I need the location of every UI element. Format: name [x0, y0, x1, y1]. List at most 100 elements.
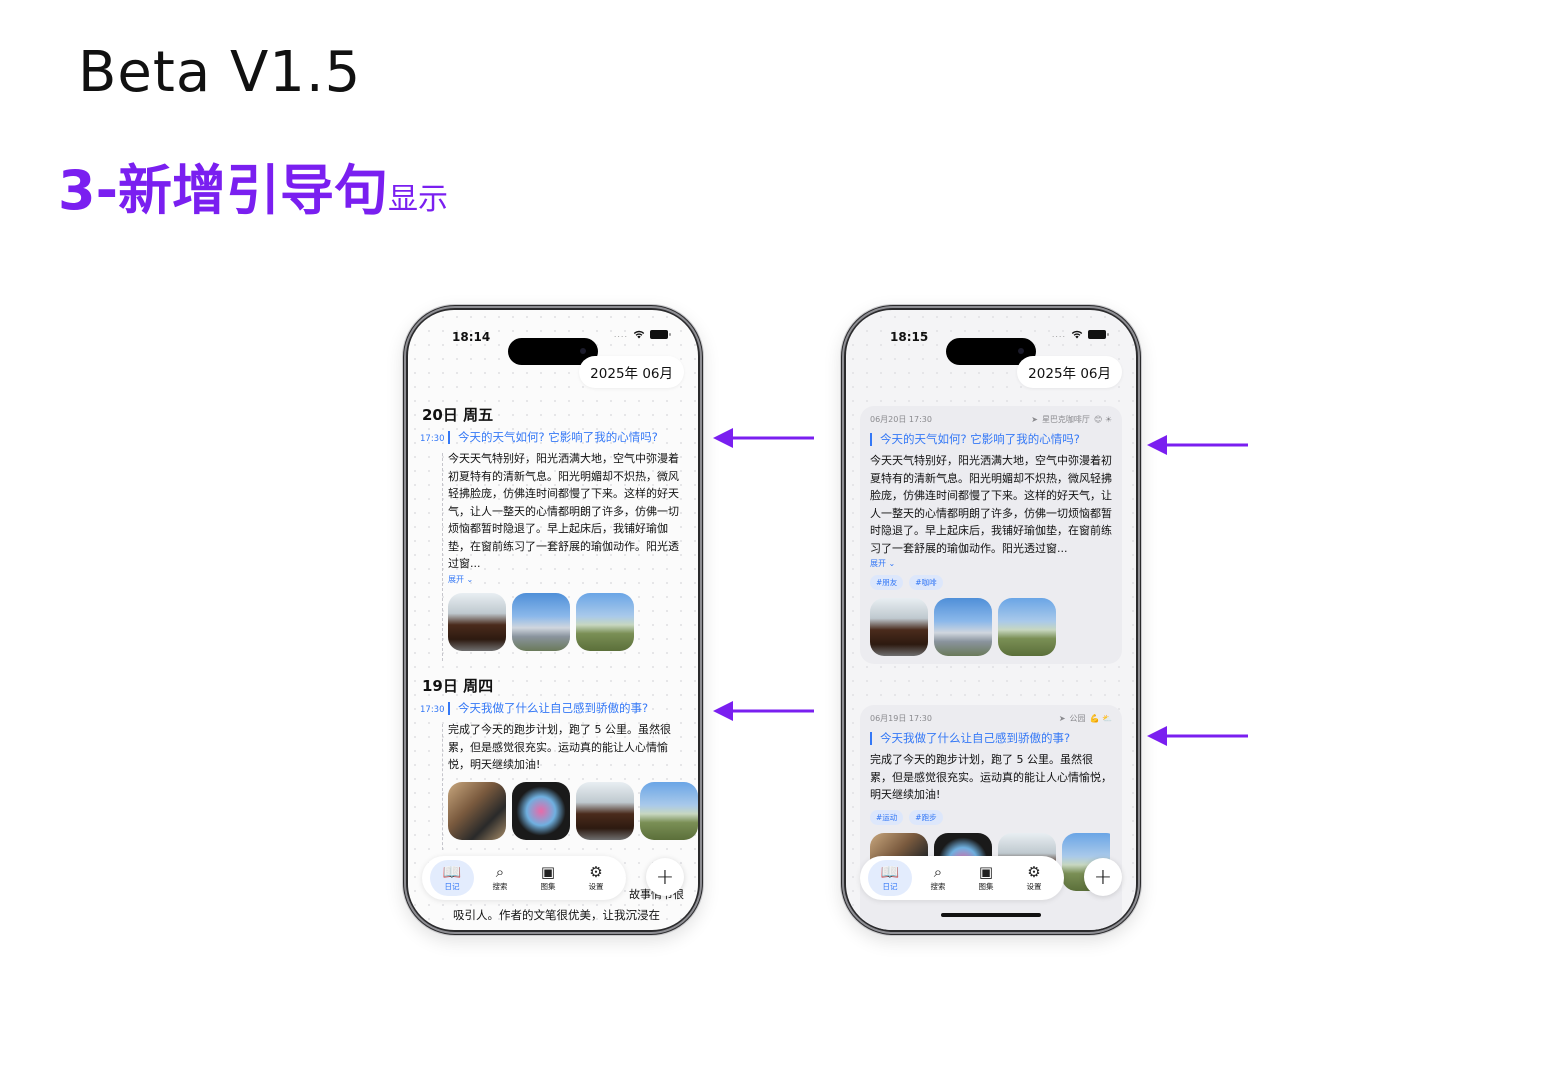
wifi-icon	[1071, 330, 1083, 339]
annotation-arrow-icon	[713, 428, 814, 448]
photo-thumbnail[interactable]	[448, 781, 506, 840]
diary-entry[interactable]: 17:30 今天的天气如何? 它影响了我的心情吗? 今天天气特别好，阳光洒满大地…	[420, 431, 686, 661]
tag-list: #运动 #跑步	[870, 809, 1112, 825]
status-bar: 18:14 ....	[408, 328, 698, 365]
tag-chip[interactable]: #朋友	[870, 575, 904, 590]
card-location: ➤星巴克咖啡厅😊 ☀	[1031, 414, 1112, 425]
tab-bar: 📖日记 ⌕搜索 ▣图集 ⚙设置	[860, 856, 1064, 900]
search-icon: ⌕	[495, 863, 505, 881]
timeline-line	[442, 724, 443, 850]
tag-list: #朋友 #咖啡	[870, 575, 1112, 590]
tab-search[interactable]: ⌕搜索	[916, 864, 960, 892]
diary-card[interactable]: 06月20日 17:30 ➤星巴克咖啡厅😊 ☀ 今天的天气如何? 它影响了我的心…	[860, 406, 1122, 664]
day-header: 20日 周五	[422, 406, 494, 424]
card-date: 06月20日 17:30	[870, 415, 932, 424]
location-label: 公园	[1069, 714, 1086, 723]
photo-thumbnail[interactable]	[998, 598, 1056, 656]
page-subtitle: 3-新增引导句显示	[58, 146, 448, 225]
guide-prompt: 今天的天气如何? 它影响了我的心情吗?	[448, 431, 686, 444]
dynamic-island	[508, 338, 598, 365]
mood-weather-icon: 😊 ☀	[1093, 415, 1112, 424]
mood-weather-icon: 💪 ⛅	[1089, 714, 1112, 723]
tag-chip[interactable]: #跑步	[909, 809, 943, 825]
photo-thumbnail[interactable]	[934, 598, 992, 656]
entry-body: 完成了今天的跑步计划，跑了 5 公里。虽然很累，但是感觉很充实。运动真的能让人心…	[870, 753, 1112, 801]
status-icons: ....	[1051, 330, 1109, 339]
tab-bar: 📖日记 ⌕搜索 ▣图集 ⚙设置	[422, 856, 626, 900]
diary-entry[interactable]: 17:30 今天我做了什么让自己感到骄傲的事? 完成了今天的跑步计划，跑了 5 …	[420, 702, 698, 850]
entry-body: 完成了今天的跑步计划，跑了 5 公里。虽然很累，但是感觉很充实。运动真的能让人心…	[448, 723, 671, 771]
guide-prompt: 今天的天气如何? 它影响了我的心情吗?	[870, 433, 1112, 446]
photo-strip	[870, 598, 1112, 656]
add-entry-button[interactable]: +	[1084, 858, 1122, 896]
month-selector[interactable]: 2025年 06月	[1017, 356, 1122, 388]
month-selector[interactable]: 2025年 06月	[579, 356, 684, 388]
day-header: 19日 周四	[422, 677, 494, 695]
search-icon: ⌕	[933, 863, 943, 881]
tab-gallery[interactable]: ▣图集	[526, 864, 570, 892]
card-meta: 06月19日 17:30 ➤公园💪 ⛅	[870, 713, 1112, 724]
timeline-line	[442, 453, 443, 661]
expand-label: 展开	[870, 559, 886, 568]
annotation-arrow-icon	[1147, 726, 1248, 746]
battery-icon	[650, 330, 671, 339]
photo-strip	[448, 592, 686, 651]
photo-icon: ▣	[540, 863, 556, 881]
chevron-down-icon: ⌄	[888, 559, 896, 568]
signal-icon: ....	[1051, 330, 1066, 339]
entry-body: 今天天气特别好，阳光洒满大地，空气中弥漫着初夏特有的清新气息。阳光明媚却不炽热，…	[448, 452, 679, 570]
location-label: 星巴克咖啡厅	[1041, 415, 1090, 424]
tag-chip[interactable]: #咖啡	[909, 575, 943, 590]
tab-settings[interactable]: ⚙设置	[574, 864, 618, 892]
subtitle-main: 3-新增引导句	[58, 159, 388, 222]
tag-chip[interactable]: #运动	[870, 809, 904, 825]
tab-diary[interactable]: 📖日记	[868, 860, 912, 896]
photo-thumbnail[interactable]	[870, 598, 928, 656]
guide-prompt: 今天我做了什么让自己感到骄傲的事?	[448, 702, 686, 715]
expand-button[interactable]: 展开 ⌄	[870, 558, 1112, 569]
phone-left-screen: 18:14 .... 2025年 06月 20日 周五 17:30 今天的天气如…	[408, 310, 698, 930]
wifi-icon	[633, 330, 645, 339]
card-location: ➤公园💪 ⛅	[1059, 713, 1112, 724]
photo-thumbnail[interactable]	[512, 592, 570, 651]
phone-left: 18:14 .... 2025年 06月 20日 周五 17:30 今天的天气如…	[403, 305, 703, 935]
tab-gallery[interactable]: ▣图集	[964, 864, 1008, 892]
photo-thumbnail[interactable]	[512, 781, 570, 840]
tab-diary[interactable]: 📖日记	[430, 860, 474, 896]
status-time: 18:14	[452, 330, 491, 344]
photo-thumbnail[interactable]	[576, 781, 634, 840]
book-icon: 📖	[442, 863, 462, 881]
tab-search[interactable]: ⌕搜索	[478, 864, 522, 892]
tab-label: 图集	[978, 882, 994, 891]
photo-icon: ▣	[978, 863, 994, 881]
gear-icon: ⚙	[589, 863, 603, 881]
photo-strip	[448, 781, 698, 840]
add-entry-button[interactable]: +	[646, 858, 684, 896]
annotation-arrow-icon	[713, 701, 814, 721]
expand-label: 展开	[448, 574, 464, 584]
peek-text: 吸引人。作者的文笔很优美，让我沉浸在	[453, 908, 660, 922]
tab-label: 搜索	[930, 882, 946, 891]
chevron-down-icon: ⌄	[466, 574, 474, 584]
home-indicator	[941, 913, 1041, 917]
entry-time: 17:30	[420, 434, 445, 444]
card-meta: 06月20日 17:30 ➤星巴克咖啡厅😊 ☀	[870, 414, 1112, 425]
photo-thumbnail[interactable]	[576, 592, 634, 651]
tab-label: 日记	[444, 882, 460, 891]
card-date: 06月19日 17:30	[870, 714, 932, 723]
phone-right: 18:15 .... 2025年 06月 06月20日 17:30 ➤星巴克咖啡…	[841, 305, 1141, 935]
entry-body: 今天天气特别好，阳光洒满大地，空气中弥漫着初夏特有的清新气息。阳光明媚却不炽热，…	[870, 454, 1112, 555]
expand-button[interactable]: 展开 ⌄	[448, 574, 686, 585]
status-bar: 18:15 ....	[846, 328, 1136, 365]
gear-icon: ⚙	[1027, 863, 1041, 881]
tab-settings[interactable]: ⚙设置	[1012, 864, 1056, 892]
photo-thumbnail[interactable]	[448, 592, 506, 651]
signal-icon: ....	[613, 330, 628, 339]
tab-label: 设置	[588, 882, 604, 891]
guide-prompt: 今天我做了什么让自己感到骄傲的事?	[870, 732, 1112, 745]
annotation-arrow-icon	[1147, 435, 1248, 455]
tab-label: 搜索	[492, 882, 508, 891]
phone-right-screen: 18:15 .... 2025年 06月 06月20日 17:30 ➤星巴克咖啡…	[846, 310, 1136, 930]
photo-thumbnail[interactable]	[640, 781, 698, 840]
tab-label: 设置	[1026, 882, 1042, 891]
